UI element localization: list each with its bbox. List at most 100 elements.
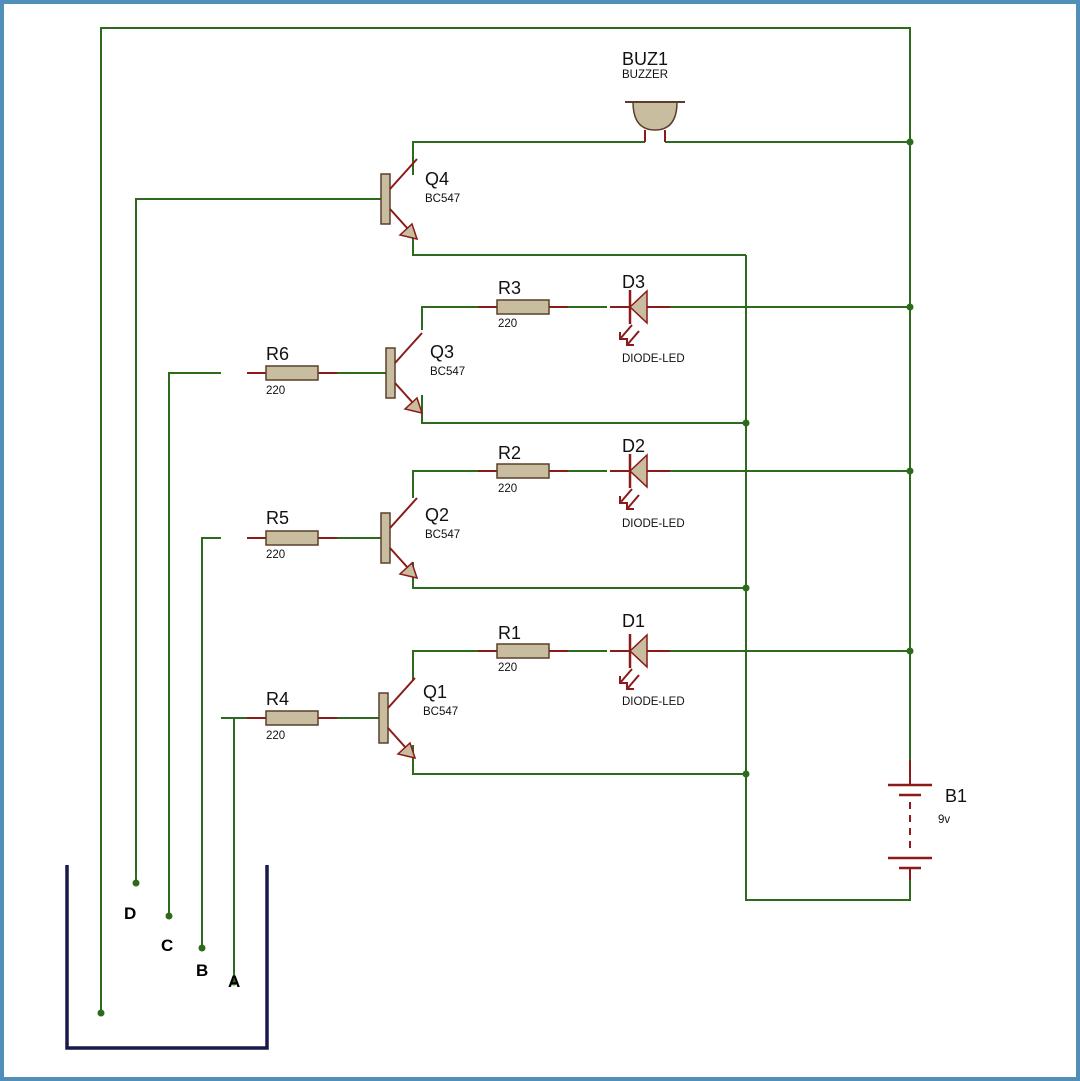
- transistor-q2: [380, 497, 419, 580]
- wire-probe-c: [168, 372, 221, 916]
- wire-q2-collector: [412, 470, 478, 498]
- wire-common-probe-rail: [100, 27, 911, 1013]
- r4-value: 220: [266, 730, 285, 742]
- d3-ref: D3: [622, 272, 645, 292]
- resistor-body: [496, 463, 550, 479]
- led-light-arrow: [619, 324, 633, 340]
- r2-ref: R2: [498, 443, 521, 463]
- probe-label-d: D: [124, 904, 136, 923]
- led-light-arrow: [626, 494, 640, 510]
- junction-dot: [906, 467, 914, 475]
- wire-q4-emitter: [412, 228, 746, 256]
- buzzer-buz1: [625, 101, 685, 142]
- led-light-arrow: [626, 330, 640, 346]
- wires: [100, 27, 911, 1013]
- led-light-arrowhead: [626, 338, 634, 346]
- junction-dot: [742, 419, 750, 427]
- wire-q1-emitter: [412, 745, 746, 775]
- buzzer-body: [632, 101, 678, 131]
- led-light-arrow: [626, 674, 640, 690]
- r2-value: 220: [498, 483, 517, 495]
- r1-ref: R1: [498, 623, 521, 643]
- wire-probe-d: [135, 198, 381, 883]
- transistor-emitter-arrow: [403, 396, 424, 415]
- transistor-emitter-arrow: [396, 741, 417, 760]
- q1-ref: Q1: [423, 682, 447, 702]
- buzzer-ref: BUZ1: [622, 49, 668, 69]
- transistor-base-bar: [380, 173, 391, 225]
- d2-type: DIODE-LED: [622, 518, 685, 530]
- wire-q3-emitter: [421, 395, 746, 424]
- probe-tip: [198, 944, 206, 952]
- led-d3: [610, 289, 670, 346]
- battery-value: 9v: [938, 814, 950, 826]
- wire-q3-collector: [421, 306, 478, 330]
- resistor-body: [265, 530, 319, 546]
- resistor-r6: [247, 365, 337, 381]
- resistor-r4: [247, 710, 337, 726]
- d2-ref: D2: [622, 436, 645, 456]
- junction-dot: [906, 647, 914, 655]
- probe-tip: [230, 978, 238, 986]
- resistor-body: [496, 643, 550, 659]
- led-triangle: [628, 453, 648, 489]
- wire-probe-b: [201, 537, 221, 948]
- q3-ref: Q3: [430, 342, 454, 362]
- probe-label-b: B: [196, 961, 208, 980]
- d1-ref: D1: [622, 611, 645, 631]
- transistor-emitter-arrow: [398, 561, 419, 580]
- transistor-base-bar: [385, 347, 396, 399]
- led-d2: [610, 453, 670, 510]
- water-tank: [65, 865, 269, 1050]
- led-d1: [610, 633, 670, 690]
- probe-tip: [165, 912, 173, 920]
- r6-ref: R6: [266, 344, 289, 364]
- led-light-arrowhead: [626, 682, 634, 690]
- led-light-arrowhead: [626, 502, 634, 510]
- r5-value: 220: [266, 549, 285, 561]
- buzzer-type: BUZZER: [622, 69, 668, 81]
- led-light-arrow: [619, 668, 633, 684]
- q1-type: BC547: [423, 706, 458, 718]
- transistor-base-bar: [378, 692, 389, 744]
- led-light-arrow: [619, 488, 633, 504]
- transistor-q3: [385, 332, 424, 415]
- led-triangle: [628, 633, 648, 669]
- junction-dot: [906, 138, 914, 146]
- transistor-emitter-arrow: [398, 222, 419, 241]
- transistor-q4: [380, 158, 419, 241]
- d3-type: DIODE-LED: [622, 353, 685, 365]
- junction-dot: [906, 303, 914, 311]
- r4-ref: R4: [266, 689, 289, 709]
- r1-value: 220: [498, 662, 517, 674]
- wire-ground-return: [745, 255, 911, 901]
- resistor-r1: [478, 643, 568, 659]
- resistor-r5: [247, 530, 337, 546]
- q2-type: BC547: [425, 529, 460, 541]
- labels: BUZ1 BUZZER Q4 BC547 Q3 BC547 Q2 BC547 Q…: [124, 49, 967, 991]
- resistor-r2: [478, 463, 568, 479]
- led-triangle: [628, 289, 648, 325]
- q4-type: BC547: [425, 193, 460, 205]
- junction-dot: [742, 584, 750, 592]
- wire-probe-a-stub: [221, 717, 235, 982]
- junction-dot: [742, 770, 750, 778]
- resistor-body: [265, 365, 319, 381]
- transistor-collector: [389, 158, 418, 190]
- wire-q1-collector: [412, 650, 478, 681]
- resistor-body: [496, 299, 550, 315]
- transistor-base-bar: [380, 512, 391, 564]
- resistor-r3: [478, 299, 568, 315]
- battery-b1: [888, 760, 932, 880]
- q4-ref: Q4: [425, 169, 449, 189]
- probe-tip: [97, 1009, 105, 1017]
- transistor-collector: [387, 677, 416, 709]
- transistor-collector: [394, 332, 423, 364]
- led-light-arrowhead: [619, 676, 627, 684]
- r3-value: 220: [498, 318, 517, 330]
- wire-q2-emitter: [412, 562, 746, 589]
- junctions: [97, 138, 914, 1017]
- probe-label-c: C: [161, 936, 173, 955]
